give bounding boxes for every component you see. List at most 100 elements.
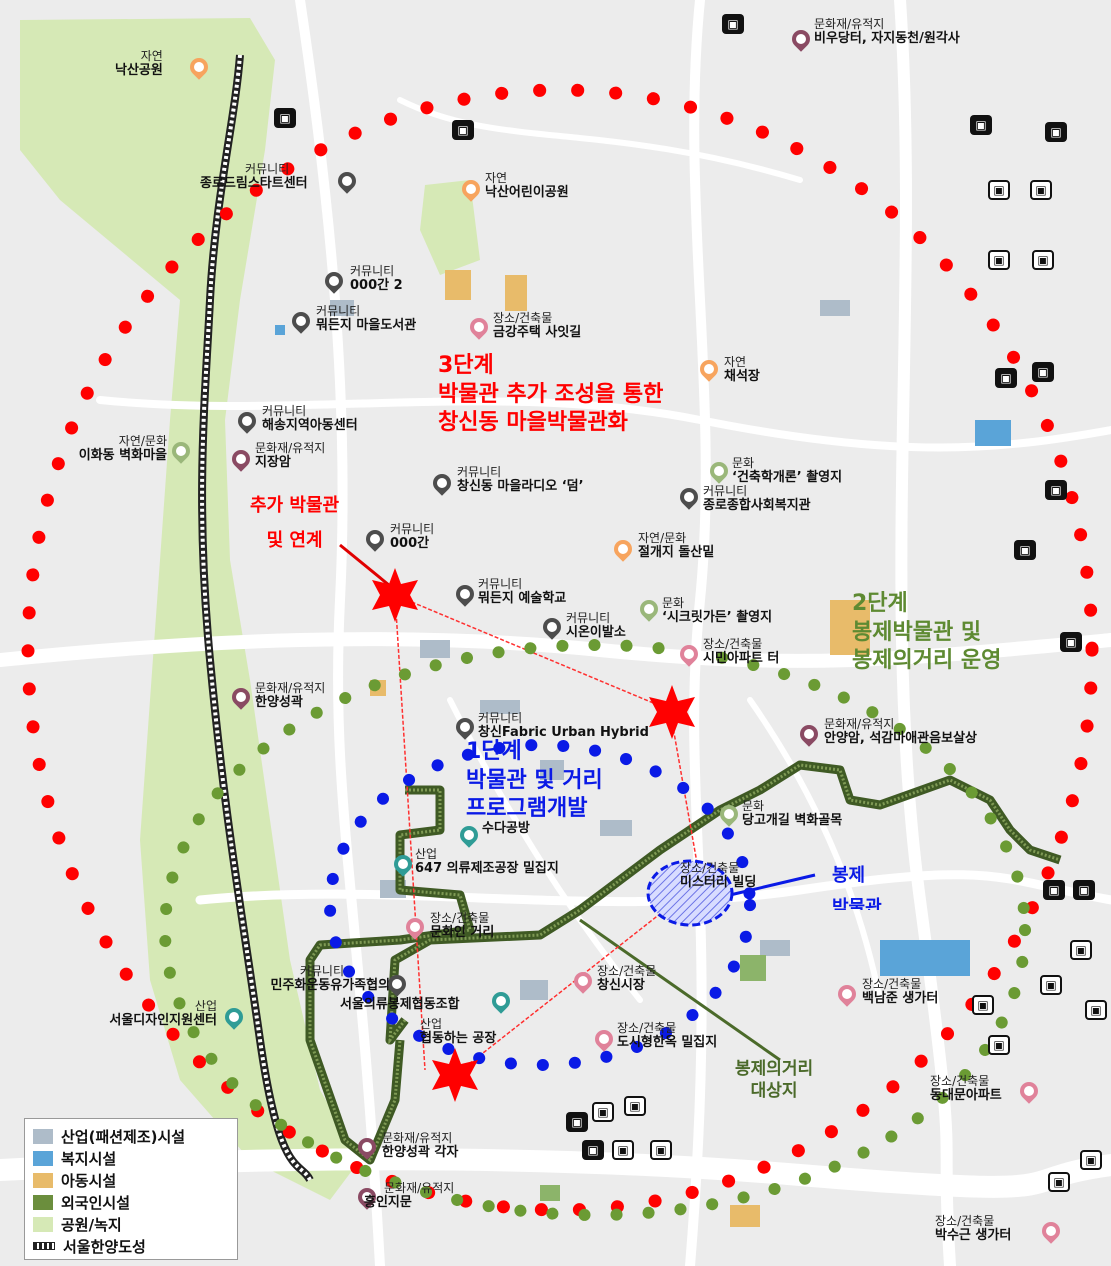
bus-stop-icon[interactable]: ▣ [1048,1172,1070,1192]
bus-stop-icon[interactable]: ▣ [995,368,1017,388]
poi[interactable]: 장소/건축물 박수근 생가터 [935,1214,1011,1244]
poi[interactable]: 자연 채석장 [724,355,760,385]
poi[interactable]: 커뮤니티 창신동 마을라디오 ‘덤’ [457,465,584,495]
poi-category: 커뮤니티 [245,162,290,176]
poi-name: 협동하는 공장 [420,1030,497,1046]
poi-name: ‘건축학개론’ 촬영지 [732,469,843,485]
bus-stop-icon[interactable]: ▣ [1014,540,1036,560]
bus-stop-icon[interactable]: ▣ [1043,880,1065,900]
phase1-boundary [324,739,756,1071]
poi[interactable]: 서울의류봉제협동조합 [340,997,460,1013]
poi-category: 장소/건축물 [703,637,763,651]
poi[interactable]: 장소/건축물 창신시장 [597,964,656,994]
poi[interactable]: 문화재/유적지 비우당터, 자지동천/원각사 [814,17,960,47]
bus-stop-icon[interactable]: ▣ [988,1035,1010,1055]
poi-name: 해송지역아동센터 [262,417,358,433]
poi[interactable]: 커뮤니티 000간 [390,522,434,552]
poi-category: 문화재/유적지 [255,681,326,695]
poi-name: 뭐든지 예술학교 [478,590,567,606]
bus-stop-icon[interactable]: ▣ [1080,1150,1102,1170]
bus-stop-icon[interactable]: ▣ [624,1096,646,1116]
bus-stop-icon[interactable]: ▣ [612,1140,634,1160]
poi[interactable]: 산업 서울디자인지원센터 [92,999,217,1029]
poi[interactable]: 문화 ‘건축학개론’ 촬영지 [732,456,843,486]
bus-stop-icon[interactable]: ▣ [1040,975,1062,995]
poi[interactable]: 커뮤니티 해송지역아동센터 [262,404,358,434]
bus-stop-icon[interactable]: ▣ [988,250,1010,270]
legend-swatch [33,1172,53,1188]
legend-label: 외국인시설 [61,1193,131,1212]
poi[interactable]: 장소/건축물 금강주택 사잇길 [493,311,581,341]
phase2-label: 2단계 봉제박물관 및 봉제의거리 운영 [852,590,1001,676]
bus-stop-icon[interactable]: ▣ [1032,250,1054,270]
poi-category: 문화 [732,456,755,470]
poi[interactable]: 커뮤니티 창신Fabric Urban Hybrid [478,711,649,741]
map-legend: 산업(패션제조)시설 복지시설 아동시설 외국인시설 공원/녹지 서울한양도성 [24,1118,238,1260]
poi[interactable]: 문화 ‘시크릿가든’ 촬영지 [662,596,772,626]
bus-stop-icon[interactable]: ▣ [1032,362,1054,382]
poi-name: 647 의류제조공장 밀집지 [415,860,559,876]
poi[interactable]: 커뮤니티 종로종합사회복지관 [703,484,811,514]
poi[interactable]: 산업 협동하는 공장 [420,1017,497,1047]
poi-category: 문화재/유적지 [814,17,885,31]
bus-stop-icon[interactable]: ▣ [988,180,1010,200]
poi-category: 문화재/유적지 [382,1131,453,1145]
poi[interactable]: 장소/건축물 도시형한옥 밀집지 [617,1021,717,1051]
poi[interactable]: 수다공방 [482,821,530,837]
legend-item: 아동시설 [33,1169,237,1191]
bus-stop-icon[interactable]: ▣ [722,14,744,34]
poi[interactable]: 문화재/유적지 한양성곽 각자 [382,1131,458,1161]
extra-museum-line2: 및 연계 [266,530,323,552]
bus-stop-icon[interactable]: ▣ [1085,1000,1107,1020]
bus-stop-icon[interactable]: ▣ [582,1140,604,1160]
poi[interactable]: 커뮤니티 시온이발소 [566,611,626,641]
poi-category: 문화재/유적지 [824,717,895,731]
bus-stop-icon[interactable]: ▣ [1060,632,1082,652]
phase2-line1: 봉제박물관 및 [852,619,982,645]
poi[interactable]: 장소/건축물 미스터리 빌딩 [680,861,756,891]
poi-name: 채석장 [724,368,760,384]
poi[interactable]: 문화 당고개길 벽화골목 [742,799,842,829]
bus-stop-icon[interactable]: ▣ [566,1112,588,1132]
bus-stop-icon[interactable]: ▣ [274,108,296,128]
bus-stop-icon[interactable]: ▣ [970,115,992,135]
poi[interactable]: 커뮤니티 뭐든지 예술학교 [478,577,567,607]
bus-stop-icon[interactable]: ▣ [592,1102,614,1122]
bus-stop-icon[interactable]: ▣ [1045,122,1067,142]
poi[interactable]: 문화재/유적지 안양암, 석감마애관음보살상 [824,717,977,747]
poi[interactable]: 커뮤니티 종로드림스타트센터 [200,162,308,192]
extra-museum-label: 추가 박물관 및 연계 [250,488,339,558]
poi[interactable]: 자연/문화 이화동 벽화마을 [62,434,167,464]
poi[interactable]: 장소/건축물 문화인 거리 [430,911,494,941]
park-area [20,18,360,1200]
poi[interactable]: 문화재/유적지 흥인지문 [364,1181,454,1211]
bus-stop-icon[interactable]: ▣ [1073,880,1095,900]
poi[interactable]: 자연 낙산공원 [115,49,163,79]
poi-category: 자연/문화 [638,531,687,545]
poi-category: 산업 [415,847,438,861]
bus-stop-icon[interactable]: ▣ [1045,480,1067,500]
bus-stop-icon[interactable]: ▣ [972,995,994,1015]
legend-swatch [33,1150,53,1166]
poi-category: 장소/건축물 [617,1021,677,1035]
bus-stop-icon[interactable]: ▣ [1030,180,1052,200]
poi[interactable]: 문화재/유적지 한양성곽 [255,681,326,711]
poi-name: 비우당터, 자지동천/원각사 [814,30,960,46]
poi[interactable]: 커뮤니티 뭐든지 마을도서관 [316,304,416,334]
poi[interactable]: 장소/건축물 시민아파트 터 [703,637,779,667]
poi[interactable]: 산업 647 의류제조공장 밀집지 [415,847,559,877]
poi[interactable]: 장소/건축물 동대문아파트 [930,1074,1002,1104]
poi[interactable]: 장소/건축물 백남준 생가터 [862,977,938,1007]
poi[interactable]: 자연/문화 절개지 돌산밑 [638,531,714,561]
bus-stop-icon[interactable]: ▣ [650,1140,672,1160]
poi[interactable]: 커뮤니티 민주화운동유가족협의회 [262,964,402,994]
bus-stop-icon[interactable]: ▣ [1070,940,1092,960]
poi-name: 이화동 벽화마을 [78,447,167,463]
poi-name: 000간 [390,535,430,551]
poi[interactable]: 자연 낙산어린이공원 [485,171,569,201]
bongje-museum-label: 봉제 박물관 [832,860,882,910]
poi[interactable]: 커뮤니티 000간 2 [350,264,403,294]
poi[interactable]: 문화재/유적지 지장암 [255,441,325,471]
bus-stop-icon[interactable]: ▣ [452,120,474,140]
